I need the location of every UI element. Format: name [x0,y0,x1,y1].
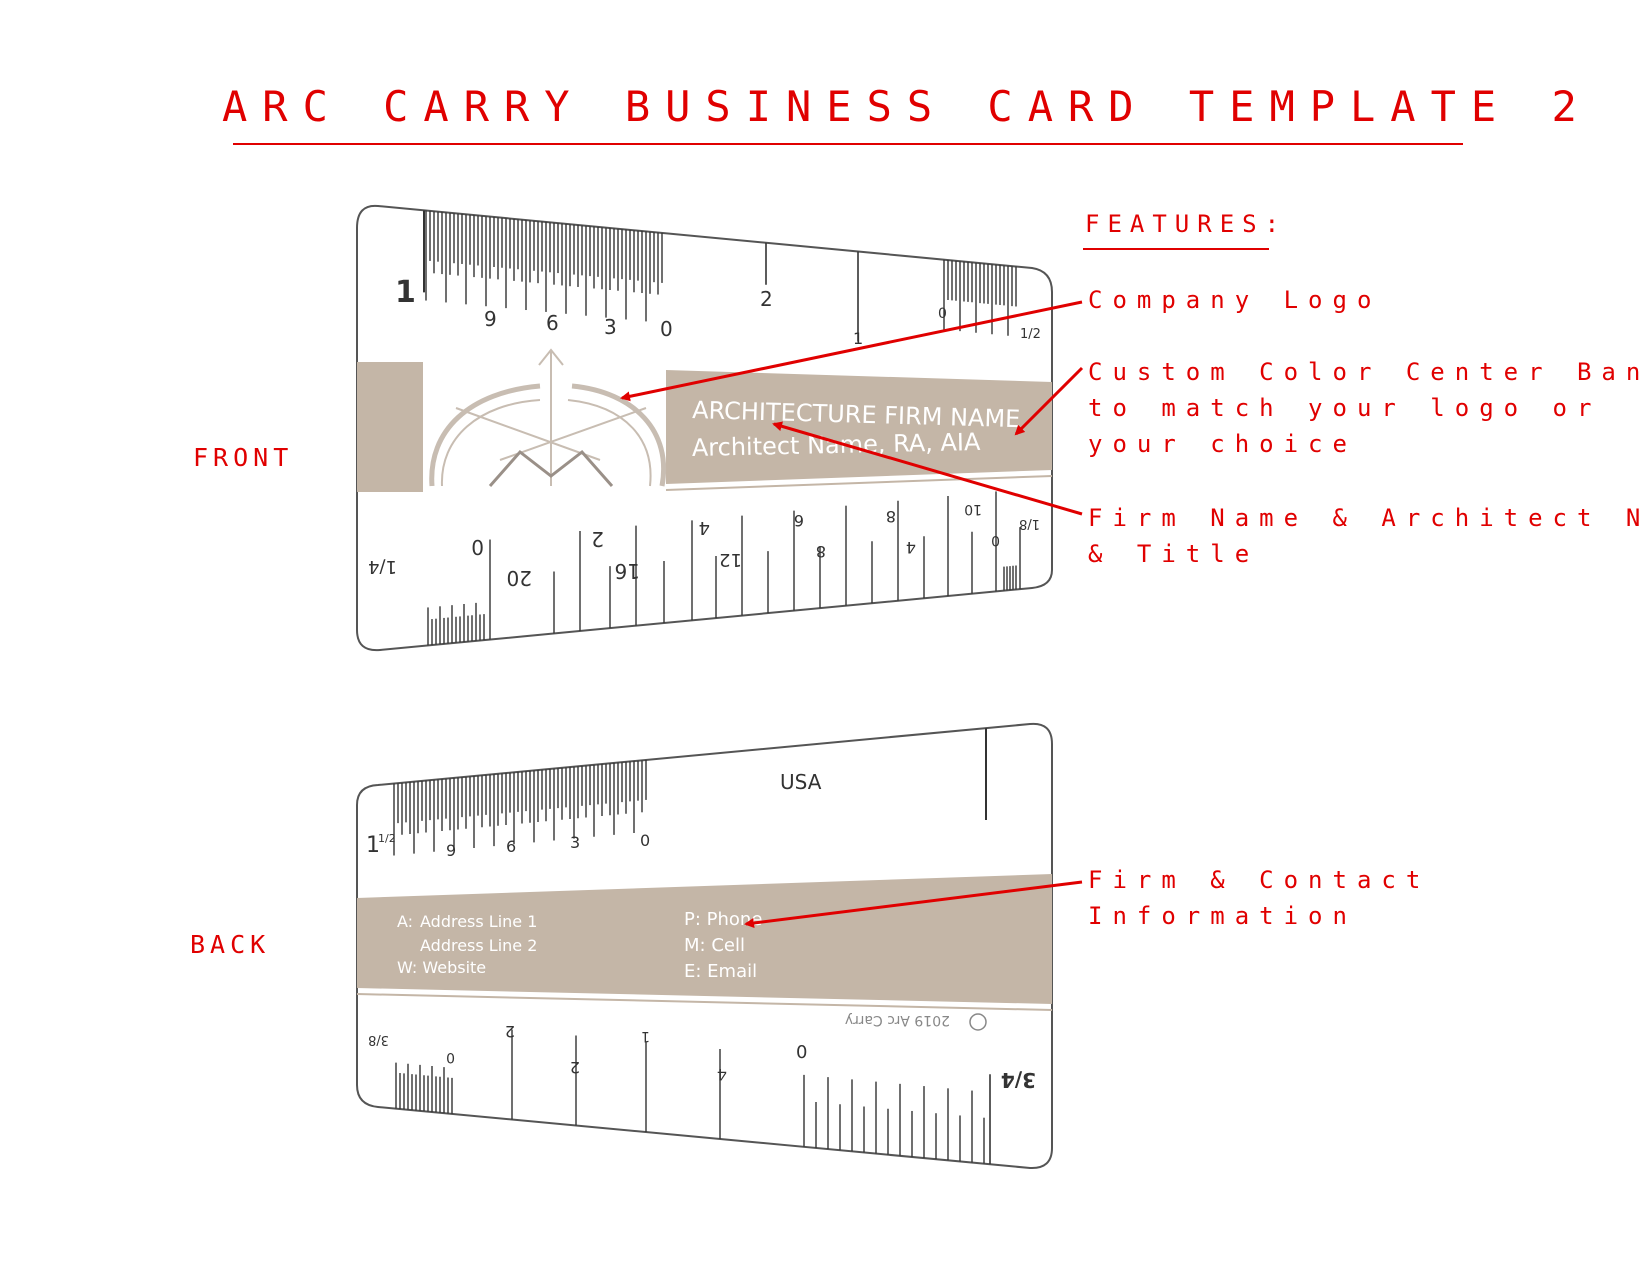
front-bottom-num-7: 6 [794,511,804,530]
back-top-num-9: 9 [446,841,456,860]
back-address-line1: Address Line 1 [420,912,537,931]
front-top-num-0: 0 [660,317,673,341]
feature-center-band: Custom Color Center Band to match your l… [1088,358,1650,458]
front-bottom-num-8: 8 [816,542,826,561]
back-bottom-scale [395,1029,991,1165]
front-bottom-num-11: 10 [964,501,982,517]
back-top-sup: 1/2 [378,832,396,845]
back-band-rule [357,993,1052,1011]
front-bottom-fraction-left: 1/4 [368,556,397,577]
front-architect-name: Architect Name, RA, AIA [692,428,982,462]
front-top-num-0b: 0 [938,306,947,322]
feature-firm-name: Firm Name & Architect Name & Title [1088,504,1650,568]
back-cell: M: Cell [684,935,745,956]
back-top-num-0: 0 [640,831,650,850]
back-bottom-num-5: 4 [717,1065,727,1084]
front-bottom-num-3: 2 [591,527,604,551]
features-underline [1083,248,1269,250]
back-copyright-text: 2019 Arc Carry [845,1012,950,1028]
front-top-scale [423,210,1017,342]
back-email: E: Email [684,961,757,982]
back-phone: P: Phone [684,909,762,930]
feature-contact-info: Firm & Contact Information [1088,866,1431,930]
back-top-scale [393,759,647,856]
front-bottom-num-5: 4 [699,517,710,538]
title-underline [233,143,1463,145]
back-bottom-num-6: 0 [796,1042,807,1063]
front-top-num-9: 9 [484,307,497,331]
back-label: BACK [190,930,271,959]
back-top-big-num: 1 [366,833,380,858]
front-top-num-3: 3 [604,315,617,339]
company-logo-icon [429,348,666,487]
front-top-fraction: 1/2 [1020,327,1041,342]
front-bottom-labels: 1/4 0 20 2 16 4 12 6 8 8 4 10 0 1/8 [368,501,1040,590]
front-band-rule [665,475,1052,491]
callout-arrows [620,300,1084,928]
back-bottom-num-1: 0 [446,1049,455,1065]
arrow-company-logo [620,300,1083,402]
back-website: W: Website [397,958,486,977]
back-bottom-num-4: 1 [641,1028,650,1044]
arrow-firm-name [772,421,1083,516]
front-top-big-num: 1 [395,275,416,310]
front-bottom-num-1: 0 [471,535,484,559]
arrow-center-band [1014,366,1084,436]
back-bottom-fraction-right: 3/4 [1001,1068,1036,1092]
page-title: ARC CARRY BUSINESS CARD TEMPLATE 2 [222,82,1592,131]
front-bottom-fraction-right: 1/8 [1019,516,1040,531]
back-bottom-num-3: 2 [570,1058,580,1077]
arrow-contact-info [744,880,1083,928]
back-copyright: 2019 Arc Carry [845,1012,987,1031]
front-label: FRONT [193,443,294,472]
back-top-num-6: 6 [506,837,516,856]
back-address-label: A: [397,912,413,931]
back-country: USA [780,770,822,794]
copyright-icon [969,1013,987,1031]
back-bottom-fraction-left: 3/8 [368,1032,389,1047]
back-top-num-3: 3 [570,833,580,852]
front-left-band-tab [357,362,423,492]
front-bottom-scale [427,491,1021,646]
feature-company-logo: Company Logo [1088,286,1382,314]
front-top-num-1: 1 [853,329,863,348]
front-bottom-num-2: 20 [507,566,532,590]
front-bottom-num-9: 8 [886,507,896,526]
front-card: ARCHITECTURE FIRM NAME Architect Name, R… [356,204,1053,652]
front-center-band [666,370,1052,484]
front-bottom-num-4: 16 [615,559,640,583]
back-card: USA 1 1/2 9 6 3 0 A: Address Line 1 Addr… [356,722,1053,1170]
front-top-num-2: 2 [760,287,773,311]
features-heading: FEATURES: [1085,210,1288,238]
back-address-line2: Address Line 2 [420,936,537,955]
back-bottom-num-2: 2 [505,1022,515,1041]
front-bottom-num-10: 4 [906,538,916,557]
front-bottom-num-12: 0 [991,532,1000,548]
front-bottom-num-6: 12 [719,549,742,570]
back-bottom-labels: 3/8 0 2 2 1 4 0 3/4 [368,1022,1036,1092]
front-top-num-6: 6 [546,311,559,335]
